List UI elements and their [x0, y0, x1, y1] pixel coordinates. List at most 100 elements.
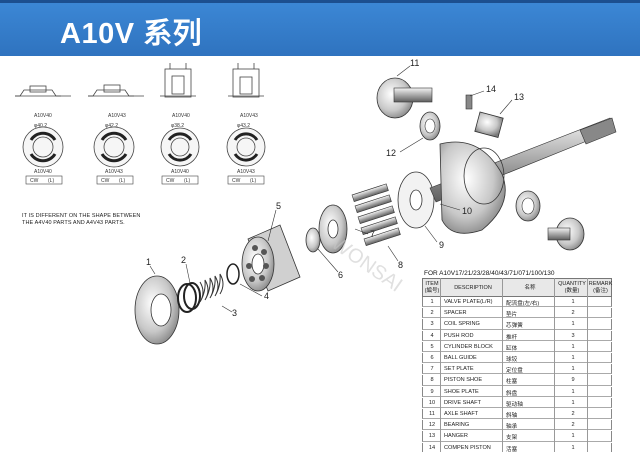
- part-compen-piston: [465, 94, 473, 110]
- cell-cn-name: 活塞: [506, 446, 518, 452]
- valve-plate-dimension-labels: φ40.2 φ42.2 φ38.2 φ43.2 A10V40 A10V43 A1…: [30, 123, 256, 184]
- valve-plate-variants: [22, 126, 266, 185]
- cell-quantity: 3: [571, 332, 575, 339]
- cell-cn-name: 推杆: [506, 334, 518, 341]
- variant-profile-drawings: [15, 63, 264, 98]
- cell-cn-name: 缸体: [506, 345, 518, 352]
- part-axle-shaft: [376, 77, 585, 251]
- plate-label-2: A10V43: [105, 169, 123, 175]
- cell-cn-name: 斜轴: [506, 413, 518, 419]
- cell-quantity: 2: [571, 422, 575, 429]
- cell-quantity: 2: [571, 411, 575, 417]
- callout-9: 9: [439, 240, 444, 250]
- cell-description: SHOE PLATE: [444, 388, 479, 395]
- cell-item: 2: [430, 310, 434, 317]
- note-line-1: IT IS DIFFERENT ON THE SHAPE BETWEEN: [22, 213, 141, 219]
- cell-quantity: 1: [571, 366, 575, 373]
- dim-label-3: φ38.2: [171, 123, 184, 129]
- dir-l-4: (L): [250, 178, 256, 184]
- variant-label-2: A10V43: [108, 113, 126, 119]
- col-divider: [440, 278, 441, 452]
- cell-item: 12: [428, 422, 436, 429]
- valve-plate-variant-1: [22, 126, 64, 185]
- callout-14: 14: [486, 84, 496, 94]
- plate-label-3: A10V40: [171, 169, 189, 175]
- header-description: DESCRIPTION: [454, 285, 492, 291]
- cell-item: 7: [430, 366, 434, 373]
- cell-description: HANGER: [444, 433, 468, 440]
- cell-description: AXLE SHAFT: [444, 411, 479, 417]
- dir-cw-2: CW: [101, 178, 110, 184]
- header-remark: REMARK (备注): [588, 281, 613, 294]
- part-set-plate: [318, 204, 348, 254]
- variant-label-4: A10V43: [240, 113, 258, 119]
- table-row: 3 COIL SPRING 芯弹簧 1: [422, 319, 612, 330]
- header-cn-name: 名称: [524, 285, 536, 291]
- cell-description: CYLINDER BLOCK: [444, 343, 493, 350]
- cell-item: 6: [430, 355, 434, 361]
- cell-description: SPACER: [444, 310, 467, 317]
- part-push-rod: [226, 263, 240, 285]
- cell-cn-name: 柱塞: [506, 379, 518, 386]
- callout-13: 13: [514, 92, 524, 102]
- valve-plate-variant-3: [160, 127, 200, 185]
- table-row: 11 AXLE SHAFT 斜轴 2: [422, 409, 612, 420]
- cell-description: COIL SPRING: [444, 321, 480, 328]
- cell-description: COMPEN PISTON: [444, 444, 491, 451]
- dim-label-2: φ42.2: [105, 123, 118, 129]
- cell-cn-name: 定位盘: [506, 368, 523, 375]
- shape-difference-note: IT IS DIFFERENT ON THE SHAPE BETWEEN THE…: [22, 213, 141, 227]
- cell-cn-name: 球铰: [506, 357, 518, 363]
- cell-cn-name: 配流盘(左/右): [506, 301, 540, 307]
- col-divider: [502, 278, 503, 452]
- part-cylinder-block: [241, 224, 301, 292]
- dir-l-1: (L): [48, 178, 54, 184]
- cell-description: BEARING: [444, 422, 470, 429]
- page-title: A10V 系列: [60, 18, 203, 50]
- callout-numbers: 1 2 3 4 5 6 7 8 9 10 11 12 13 14: [146, 58, 524, 318]
- dir-l-3: (L): [184, 178, 190, 184]
- header-item: ITEM (編号): [424, 281, 440, 294]
- callout-1: 1: [146, 257, 151, 267]
- variant-label-3: A10V40: [172, 113, 190, 119]
- part-spacers: [177, 282, 201, 313]
- applicability-text: FOR A10V17/21/23/28/40/43/71/071/100/130: [424, 270, 555, 277]
- variant-profile-labels: A10V40 A10V43 A10V40 A10V43: [34, 113, 258, 119]
- cell-quantity: 2: [571, 310, 575, 317]
- cell-quantity: 1: [571, 399, 575, 406]
- cell-cn-name: 芯弹簧: [506, 323, 523, 330]
- cell-item: 11: [429, 411, 435, 417]
- callout-2: 2: [181, 255, 186, 265]
- cell-description: DRIVE SHAFT: [444, 399, 481, 406]
- cell-description: VALVE PLATE(L/R): [444, 299, 493, 305]
- cell-item: 10: [428, 399, 436, 406]
- callout-8: 8: [398, 260, 403, 270]
- cell-description: PISTON SHOE: [444, 377, 483, 384]
- cell-quantity: 1: [571, 343, 575, 350]
- part-valve-plate: [134, 275, 180, 345]
- part-bearings: [419, 111, 541, 222]
- cell-description: SET PLATE: [444, 366, 474, 373]
- header-top-stripe: [0, 0, 640, 3]
- callout-4: 4: [264, 291, 269, 301]
- cell-item: 3: [430, 321, 434, 328]
- note-line-2: THE A4V40 PARTS AND A4V43 PARTS.: [22, 220, 125, 226]
- cell-cn-name: 支架: [506, 435, 518, 442]
- callout-10: 10: [462, 206, 472, 216]
- cell-quantity: 1: [571, 388, 575, 395]
- callout-6: 6: [338, 270, 343, 280]
- dir-cw-1: CW: [30, 178, 39, 184]
- cell-quantity: 1: [571, 321, 575, 328]
- part-ball-guide: [305, 227, 321, 253]
- cell-item: 4: [430, 332, 434, 339]
